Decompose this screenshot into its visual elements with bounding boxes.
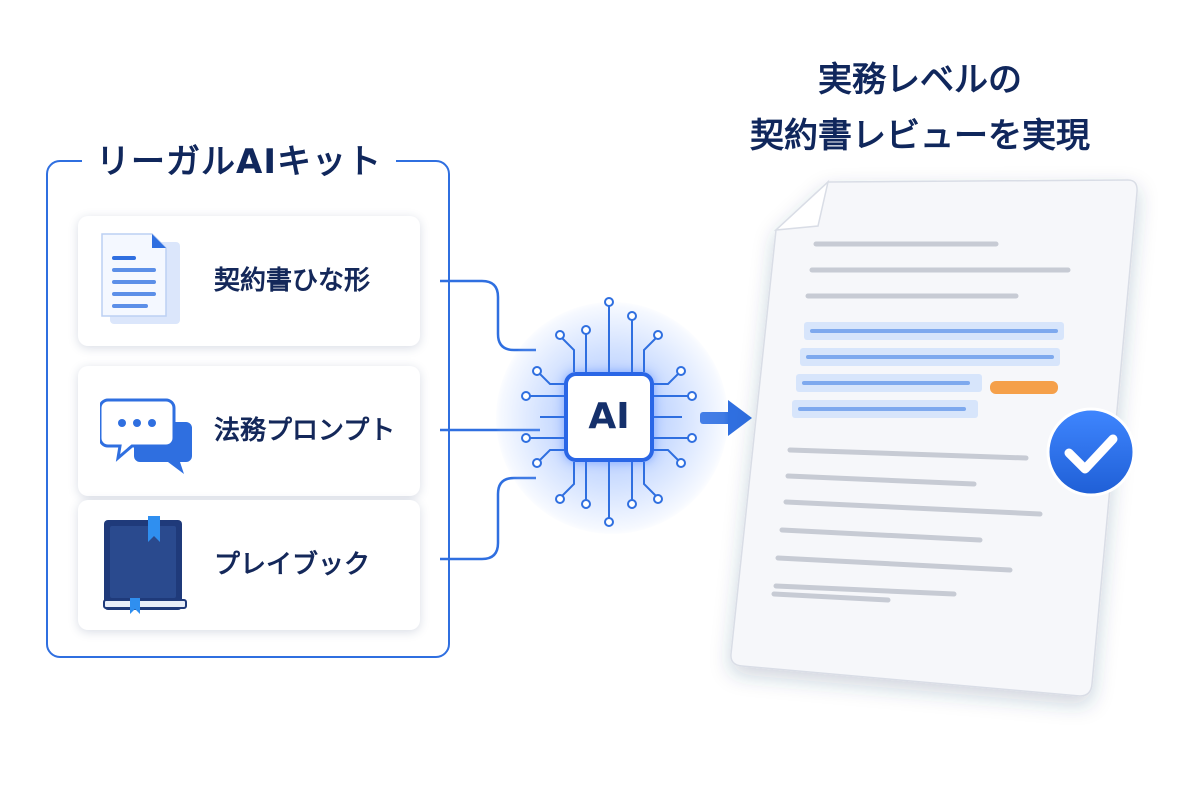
text-line [787,447,1029,461]
text-line [783,499,1043,517]
text-line [773,583,957,597]
kit-item-legal-prompt: 法務プロンプト [78,366,420,496]
connector-line [440,279,536,352]
flag-marker [990,381,1058,394]
text-line [775,555,1013,573]
document-template-icon [101,233,180,324]
chat-bubbles-icon [100,398,192,474]
text-line [785,473,977,487]
bookmarked-book-icon [103,516,187,614]
kit-title: リーガルAIキット [82,138,396,186]
highlighted-clauses [792,322,1064,418]
result-title-line1: 実務レベルの [818,60,1022,100]
ai-chip-icon: AI [564,372,654,462]
result-title-line2: 契約書レビューを実現 [750,116,1090,156]
ai-label: AI [588,396,630,437]
kit-item-contract-template: 契約書ひな形 [78,216,420,346]
kit-item-label: 契約書ひな形 [214,266,371,296]
document-page [730,179,1138,697]
result-title: 実務レベルの 契約書レビューを実現 [690,52,1150,164]
kit-item-label: 法務プロンプト [214,416,396,446]
checkmark-badge-icon [1046,407,1136,497]
text-line [779,527,983,543]
kit-item-label: プレイブック [214,550,371,580]
kit-item-playbook: プレイブック [78,500,420,630]
connector-line [440,476,536,561]
text-line [771,591,891,603]
